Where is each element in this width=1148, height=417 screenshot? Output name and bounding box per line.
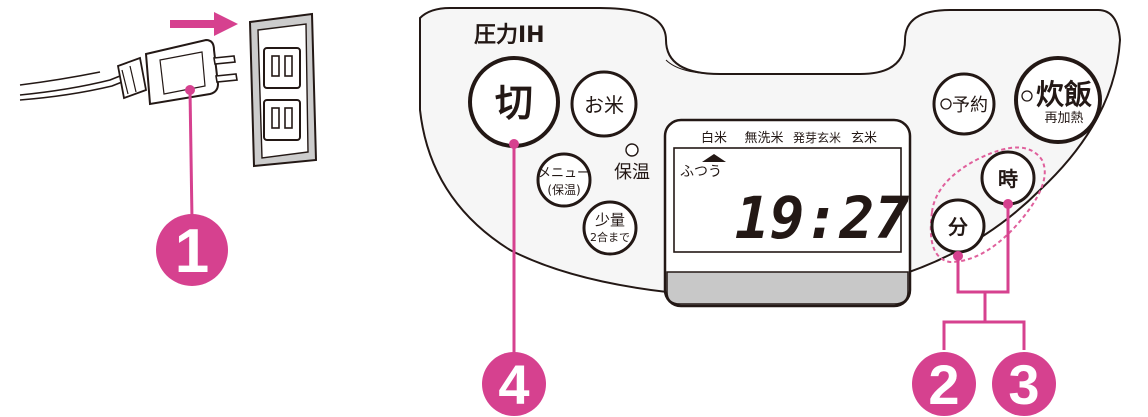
rice-button[interactable]: お米 <box>570 70 638 138</box>
indicator-lamp-icon <box>625 143 639 157</box>
minute-button-label: 分 <box>948 215 968 239</box>
reheat-button-label: 再加熱 <box>1044 111 1083 126</box>
off-button-label: 切 <box>495 81 533 125</box>
step-number-3: 3 <box>1008 353 1039 416</box>
rice-type-white: 白米 <box>701 130 727 146</box>
step-number-1: 1 <box>175 217 209 286</box>
cook-button-label: 炊飯 <box>1036 78 1092 111</box>
callout-3: 3 <box>992 352 1056 416</box>
power-plug-icon <box>116 38 238 106</box>
menu-button-sublabel: (保温) <box>547 183 580 197</box>
hour-button-label: 時 <box>998 167 1018 191</box>
menu-keep-warm-button[interactable]: メニュー (保温) <box>536 152 592 208</box>
plug-outlet-illustration: 1 <box>19 12 318 286</box>
control-panel: 圧力IH 切 お米 メニュー (保温) 少量 2合まで 保温 <box>419 7 1122 308</box>
rice-type-brown: 玄米 <box>851 131 877 146</box>
step-number-2: 2 <box>928 353 959 416</box>
off-button[interactable]: 切 <box>468 56 560 148</box>
timer-reserve-button[interactable]: 予約 <box>932 72 996 136</box>
rice-button-label: お米 <box>584 93 624 117</box>
power-cord <box>19 71 123 101</box>
small-button-label: 少量 <box>595 211 625 229</box>
callout-2-3-connectors <box>942 199 1026 350</box>
menu-button-label: メニュー <box>538 166 590 181</box>
keep-warm-indicator: 保温 <box>614 143 650 183</box>
step-number-4: 4 <box>498 353 529 416</box>
cook-lamp-icon <box>1021 90 1033 102</box>
rice-type-musenmai: 無洗米 <box>744 131 783 146</box>
clock-readout: 19:27 <box>735 184 910 252</box>
callout-1: 1 <box>156 85 228 286</box>
keep-warm-label: 保温 <box>614 162 650 183</box>
callout-2: 2 <box>912 352 976 416</box>
reserve-lamp-icon <box>940 98 952 110</box>
small-quantity-button[interactable]: 少量 2合まで <box>582 200 638 256</box>
rice-type-germinated-brown: 発芽玄米 <box>793 130 841 145</box>
lcd-display: 白米 無洗米 発芽玄米 玄米 ふつう 19:27 <box>663 118 912 308</box>
callout-4: 4 <box>482 139 546 416</box>
minute-button[interactable]: 分 <box>930 198 986 254</box>
brand-label: 圧力IH <box>474 23 545 48</box>
timer-reserve-label: 予約 <box>952 95 988 116</box>
wall-outlet-icon <box>248 12 318 168</box>
selection-arrow-icon <box>702 154 726 162</box>
cook-reheat-button[interactable]: 炊飯 再加熱 <box>1014 56 1102 144</box>
hour-button[interactable]: 時 <box>980 150 1036 206</box>
right-arrow-icon <box>170 12 238 36</box>
small-button-sublabel: 2合まで <box>590 230 630 244</box>
cooking-mode-label: ふつう <box>680 164 722 180</box>
